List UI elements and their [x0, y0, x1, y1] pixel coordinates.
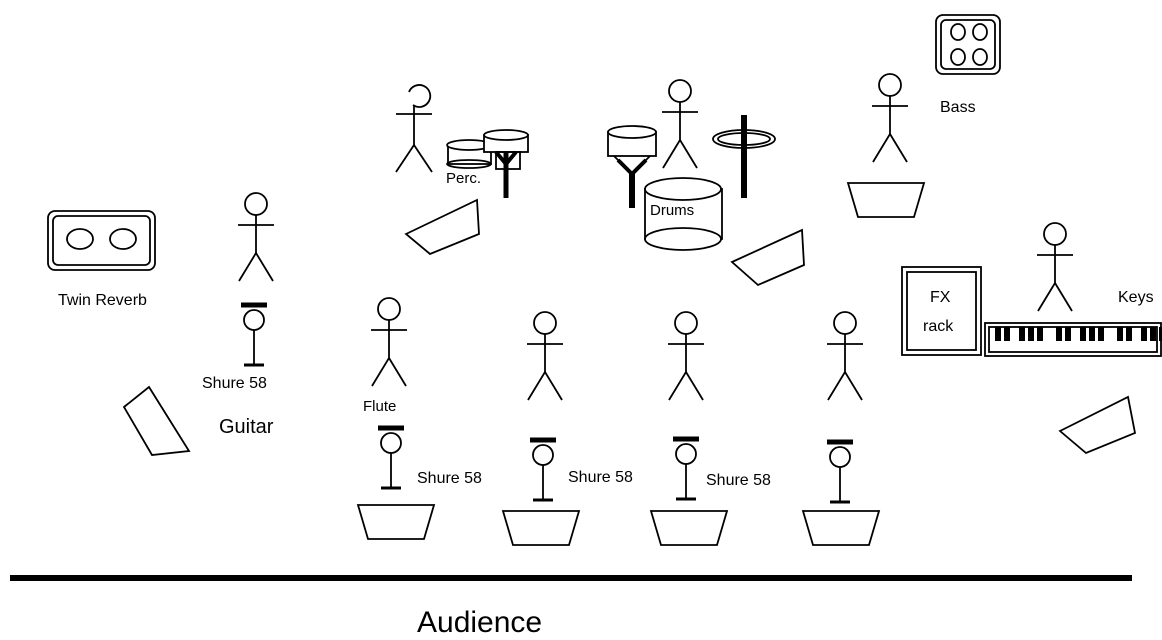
black-key — [1065, 327, 1071, 341]
vocalist-3-mic — [673, 439, 699, 499]
bass-label: Bass — [940, 99, 976, 116]
black-key — [1037, 327, 1043, 341]
vocalist-4-wedge — [802, 510, 880, 546]
flute-label: Flute — [363, 398, 396, 415]
percussion-player — [395, 84, 433, 173]
percussion-label: Perc. — [446, 170, 481, 187]
keys-label: Keys — [1118, 289, 1154, 306]
bass-player — [871, 73, 909, 163]
percussion-kit — [446, 129, 529, 198]
black-key — [1117, 327, 1123, 341]
black-key — [1028, 327, 1034, 341]
black-key — [1056, 327, 1062, 341]
black-key — [1141, 327, 1147, 341]
bass-amp — [935, 14, 1001, 75]
black-key — [1089, 327, 1095, 341]
guitar-mic-label: Shure 58 — [202, 375, 267, 392]
drummer — [661, 79, 699, 169]
guitar-wedge — [122, 385, 191, 456]
flute-mic — [378, 428, 404, 488]
twin-reverb-amp — [47, 210, 156, 271]
percussion-wedge — [404, 198, 480, 256]
flute-player — [370, 297, 408, 387]
drums-wedge — [730, 228, 805, 287]
black-key — [1004, 327, 1010, 341]
black-key — [1080, 327, 1086, 341]
vocalist-4-mic — [827, 442, 853, 502]
twin-reverb-label: Twin Reverb — [58, 292, 147, 309]
vocalist-3-mic-label: Shure 58 — [706, 472, 771, 489]
guitar-mic — [241, 305, 267, 365]
black-key — [1150, 327, 1156, 341]
keyboard — [984, 322, 1162, 357]
drums-label: Drums — [650, 202, 694, 219]
keys-player — [1036, 222, 1074, 312]
keys-wedge — [1058, 395, 1137, 455]
audience-label: Audience — [417, 606, 542, 639]
vocalist-2-mic-label: Shure 58 — [568, 469, 633, 486]
flute-mic-label: Shure 58 — [417, 470, 482, 487]
fx-rack — [901, 266, 982, 356]
vocalist-3-wedge — [650, 510, 728, 546]
guitar-label: Guitar — [219, 416, 274, 438]
fx-rack-label-line2: rack — [923, 318, 954, 335]
vocalist-2 — [526, 311, 564, 401]
guitar-player — [237, 192, 275, 282]
vocalist-3 — [667, 311, 705, 401]
flute-wedge — [357, 504, 435, 540]
vocalist-4 — [826, 311, 864, 401]
drum-kit — [607, 115, 776, 251]
vocalist-2-mic — [530, 440, 556, 500]
black-key — [1098, 327, 1104, 341]
black-key — [1019, 327, 1025, 341]
bass-wedge — [847, 182, 925, 218]
fx-rack-label-line1: FX — [930, 289, 951, 306]
black-key — [1159, 327, 1162, 341]
vocalist-2-wedge — [502, 510, 580, 546]
black-key — [995, 327, 1001, 341]
black-key — [1126, 327, 1132, 341]
